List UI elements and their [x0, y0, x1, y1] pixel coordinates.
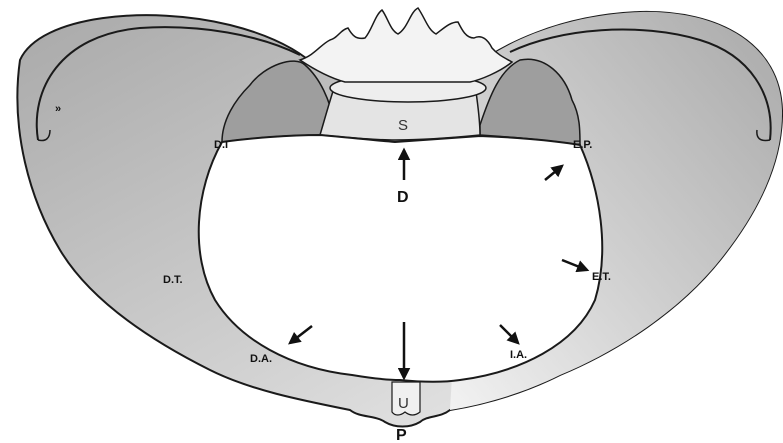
right-oblique-label: I.A.	[510, 349, 527, 361]
pubis-mark-label: U	[398, 395, 409, 412]
left-transverse-label: D.T.	[163, 274, 183, 286]
left-oblique-label: D.A.	[250, 353, 272, 365]
left-pelvic-brim-label: D.I	[214, 139, 228, 151]
right-pelvic-brim-label: E.P.	[573, 139, 592, 151]
pelvic-inlet	[199, 135, 602, 382]
iliac-mark-label: »	[55, 103, 61, 115]
diameter-bottom-label: P	[396, 427, 407, 443]
sacrum-mark-label: S	[398, 117, 408, 134]
diameter-top-label: D	[397, 189, 409, 206]
sacral-crown	[300, 8, 512, 82]
right-transverse-label: E.T.	[592, 271, 611, 283]
